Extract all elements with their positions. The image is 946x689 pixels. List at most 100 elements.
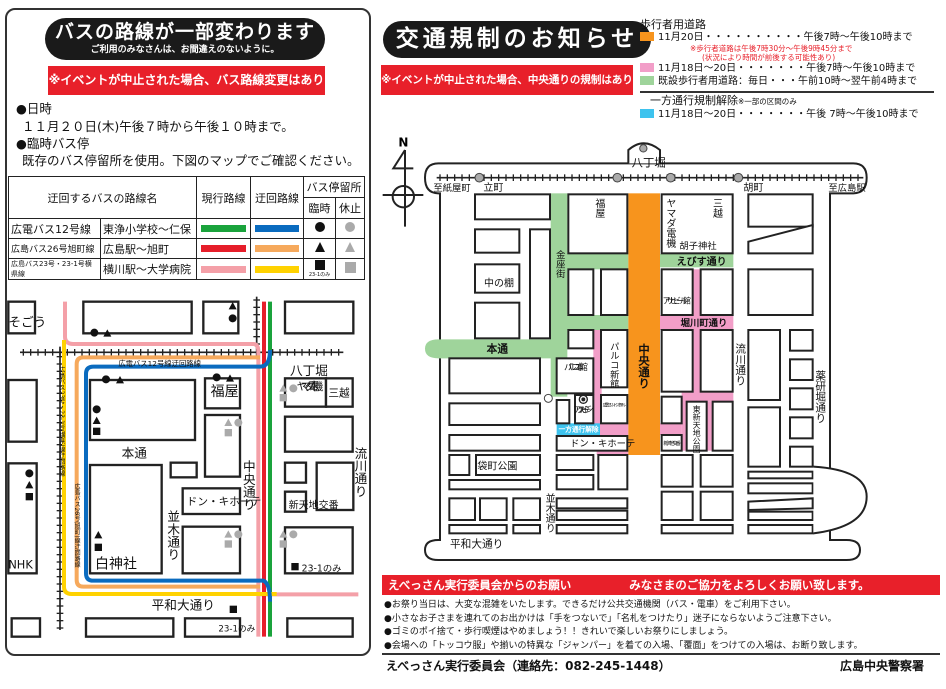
city-block	[711, 400, 734, 452]
city-block	[600, 268, 629, 316]
legend-item: 既設歩行者用道路：毎日・・・午前10時～翌午前4時まで	[640, 75, 940, 88]
label-to-kamiyacho: 至紙屋町	[433, 182, 470, 194]
legend-item: 11月18日～20日・・・・・・・午後 7時～午後10時まで	[640, 108, 940, 121]
map-label-shirakami: 白神社	[95, 556, 137, 572]
city-block	[448, 524, 508, 535]
temporary-stop-circle-icon	[92, 405, 101, 414]
route26-label: 広島バス26号(旭町)線迂回路線	[73, 483, 80, 568]
request-item: ●ゴミのポイ捨て・歩行喫煙はやめましょう！！きれいで楽しいお祭りにしましょう。	[384, 627, 734, 637]
label-donki: ドン・キホーテ	[570, 439, 635, 450]
city-block	[600, 328, 629, 389]
legend-note-2: (状況により時間が前後する可能性あり)	[702, 53, 836, 62]
city-block	[555, 398, 571, 425]
legend-text: 11月18日～20日・・・・・・・午後 7時～午後10時まで	[658, 109, 919, 120]
temporary-stop-triangle-icon	[25, 481, 34, 489]
bus-notice-title: バスの路線が一部変わります ご利用のみなさんは、お間違えのないように。	[45, 18, 325, 60]
label-hatchobori: 八丁堀	[632, 156, 666, 170]
cyan-swatch	[640, 109, 654, 118]
city-block	[567, 328, 595, 350]
city-block	[7, 378, 38, 443]
header-current: 現行路線	[196, 176, 251, 219]
suspended-stop-circle-icon	[289, 530, 298, 539]
city-block	[747, 329, 781, 401]
city-block	[555, 509, 629, 521]
header-stops: バス停留所	[303, 176, 365, 198]
traffic-notice-title: 交通規制のお知らせ	[383, 21, 651, 58]
map-label-hatchobori: 八丁堀	[290, 363, 328, 378]
footer-police: 広島中央警察署	[840, 659, 925, 673]
city-block	[181, 525, 242, 575]
request-left: えべっさん実行委員会からのお願い	[388, 578, 572, 592]
route-line: 広電バス12号線	[8, 218, 101, 239]
city-block	[567, 193, 629, 255]
city-block	[181, 487, 242, 516]
temporary-stop-triangle-icon	[228, 302, 237, 310]
label-heiwa: 平和大通り	[450, 537, 503, 550]
city-block	[283, 300, 355, 335]
city-block	[448, 454, 471, 476]
label-kinzagai: 金座街	[554, 249, 566, 279]
city-block	[788, 416, 814, 440]
city-block	[448, 497, 476, 521]
city-block	[555, 454, 595, 471]
date-heading: ●日時	[16, 101, 52, 116]
triangle-gray-icon	[345, 242, 355, 252]
city-block	[183, 617, 242, 638]
city-block	[660, 268, 694, 316]
table-row: 広電バス12号線 東浄小学校～仁保	[8, 218, 365, 239]
city-block	[529, 228, 551, 340]
suspended-stop-circle-icon	[234, 418, 243, 427]
city-block	[788, 329, 814, 352]
legend: 歩行者用道路 11月20日・・・・・・・・・・午後7時～午後10時まで ※歩行者…	[640, 18, 940, 121]
city-block	[474, 193, 551, 221]
suspended-stop-triangle-icon	[224, 530, 233, 538]
city-block	[448, 357, 541, 395]
city-block	[747, 482, 814, 495]
city-block	[203, 377, 242, 410]
traffic-regulation-map: N 八丁堀 至紙屋町 立町 胡町 至広島駅 福屋 ヤマダ電機 三越 胡子神社 え…	[382, 136, 868, 561]
legend-text: 11月20日・・・・・・・・・・午後7時～午後10時まで	[658, 32, 913, 43]
route-section: 横川駅～大学病院	[100, 258, 197, 280]
city-block	[10, 617, 42, 638]
city-block	[699, 490, 734, 521]
map-label-hondori: 本通	[122, 445, 148, 460]
map-label-mitsukoshi: 三越	[328, 387, 350, 400]
label-yagenbori: 薬研堀通り	[814, 370, 827, 423]
city-block	[7, 462, 38, 575]
north-label: N	[398, 136, 408, 150]
city-block	[555, 497, 629, 510]
route-26-detour	[74, 355, 260, 589]
city-block	[788, 358, 814, 381]
label-ebisucho: 胡町	[743, 181, 763, 194]
oneway-release-cyan	[556, 423, 600, 435]
city-block	[448, 402, 541, 426]
city-block	[699, 329, 734, 393]
table-row: 広島バス23号・23-1号横県線 横川駅～大学病院 23-1のみ	[8, 258, 365, 280]
label-yamada: ヤマダ電機	[664, 198, 676, 249]
map-label-shinten: 新天地交番	[289, 498, 339, 511]
request-banner: えべっさん実行委員会からのお願いみなさまのご協力をよろしくお願い致します。	[382, 575, 940, 595]
pedestrian-road-pink	[593, 269, 734, 455]
city-block	[747, 406, 781, 468]
map-label-yamada: ヤマダ電機	[297, 380, 324, 393]
city-block	[88, 463, 163, 575]
temporary-stop-circle-icon	[90, 328, 99, 337]
legend-text: 既設歩行者用道路：毎日・・・午前10時～翌午前4時まで	[658, 76, 918, 87]
label-mitsukoshi: 三越	[711, 198, 723, 218]
temporary-stop-square-icon	[229, 605, 237, 613]
label-asahi: アサヒビール館	[663, 295, 691, 305]
footer-divider	[382, 653, 940, 655]
label-nagarekawa: 流川通り	[734, 343, 747, 386]
map-label-namiki: 並木通り	[165, 510, 180, 561]
request-item: ●小さなお子さまを連れてのお出かけは「手をつないで」「名札をつけたり」迷子になら…	[384, 613, 837, 624]
legend-text: 11月18日～20日・・・・・・・午後7時～午後10時まで	[658, 63, 916, 74]
label-fukuromachi: 袋町公園	[477, 459, 517, 472]
map-label-donki: ドン・キホーテ	[187, 495, 262, 508]
label-nakanotana: 中の棚	[484, 277, 514, 290]
city-block	[475, 454, 541, 476]
city-block	[512, 524, 541, 535]
suspended-stop-triangle-icon	[279, 530, 288, 538]
route-23-detour	[62, 340, 277, 596]
label-namiki: 並木通り	[543, 492, 555, 533]
city-block	[660, 454, 694, 488]
